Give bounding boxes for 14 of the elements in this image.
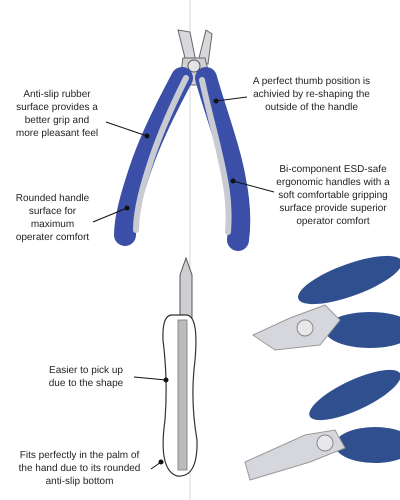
leader-line bbox=[230, 178, 274, 192]
leader-line bbox=[134, 376, 168, 382]
leader-line bbox=[214, 96, 248, 104]
callout-text: A perfect thumb position is achivied by re-shaping the outside of the handle bbox=[248, 75, 375, 114]
pliers-drawing bbox=[114, 29, 250, 251]
leader-line bbox=[92, 206, 130, 222]
leader-line bbox=[150, 460, 164, 470]
callout-text: Anti-slip rubber surface provides a better grip and more pleasant feel bbox=[12, 88, 102, 140]
callout-text: Bi-component ESD-safe ergonomic handles with a soft comfortable gripping surface provide superior operator comfort bbox=[272, 163, 394, 228]
leader-line bbox=[106, 122, 150, 138]
callout-text: Fits perfectly in the palm of the hand due to its rounded anti-slip bottom bbox=[12, 449, 147, 488]
pliers-side-view-drawing bbox=[162, 256, 198, 477]
callout-text: Rounded handle surface for maximum operater comfort bbox=[15, 192, 90, 244]
callout-text: Easier to pick up due to the shape bbox=[40, 364, 132, 390]
